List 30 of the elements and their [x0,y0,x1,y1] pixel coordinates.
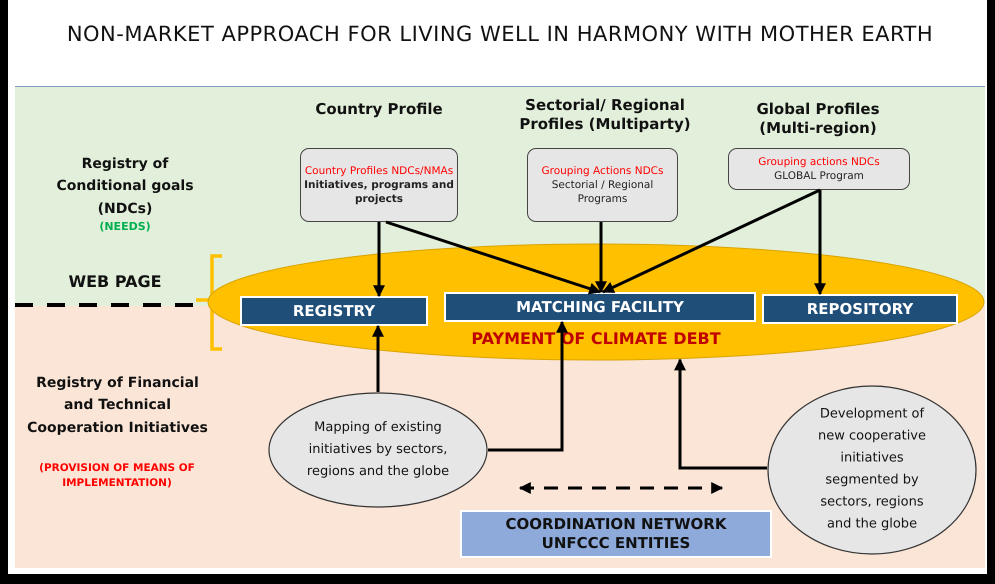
profile-title: Country Profiles NDCs/NMAs [304,164,454,178]
arrow [674,358,768,470]
profile-description: GLOBAL Program [773,169,865,184]
arrow [488,320,568,452]
side-label: Registry of Conditional goals (NDCs) [55,155,195,219]
arrow [595,222,607,294]
profile-heading: Global Profiles (Multi-region) [755,100,881,138]
section-label: WEB PAGE [67,271,163,293]
facility-bar: REGISTRY [240,296,428,326]
arrow [602,188,821,294]
side-label: Registry of Financial and Technical Cooperation Initiatives [26,374,209,438]
title: NON-MARKET APPROACH FOR LIVING WELL IN HARMONY WITH MOTHER EARTH [66,22,934,46]
arrow [386,220,602,294]
side-note: (PROVISION OF MEANS OF IMPLEMENTATION) [38,461,196,490]
arrow [372,324,384,392]
network-box: COORDINATION NETWORK UNFCCC ENTITIES [460,510,772,558]
side-note: (NEEDS) [98,219,152,234]
facility-bar: MATCHING FACILITY [444,292,756,322]
ellipse-text: Development of new cooperative initiatives segmented by sectors, regions and the globe [816,406,928,534]
profile-description: Initiatives, programs and projects [303,178,455,206]
web-page-ellipse [207,243,985,361]
arrow [373,222,385,298]
facility-bar: REPOSITORY [762,294,958,324]
profile-title: Grouping actions NDCs [757,154,881,169]
arrow [814,190,826,296]
ellipse-text: Mapping of existing initiatives by sectors, regions and the globe [306,418,450,482]
profile-heading: Country Profile [314,100,444,119]
profile-description: Sectorial / Regional Programs [550,178,654,206]
profile-title: Grouping Actions NDCs [540,164,664,178]
profile-heading: Sectorial/ Regional Profiles (Multiparty) [518,96,692,134]
